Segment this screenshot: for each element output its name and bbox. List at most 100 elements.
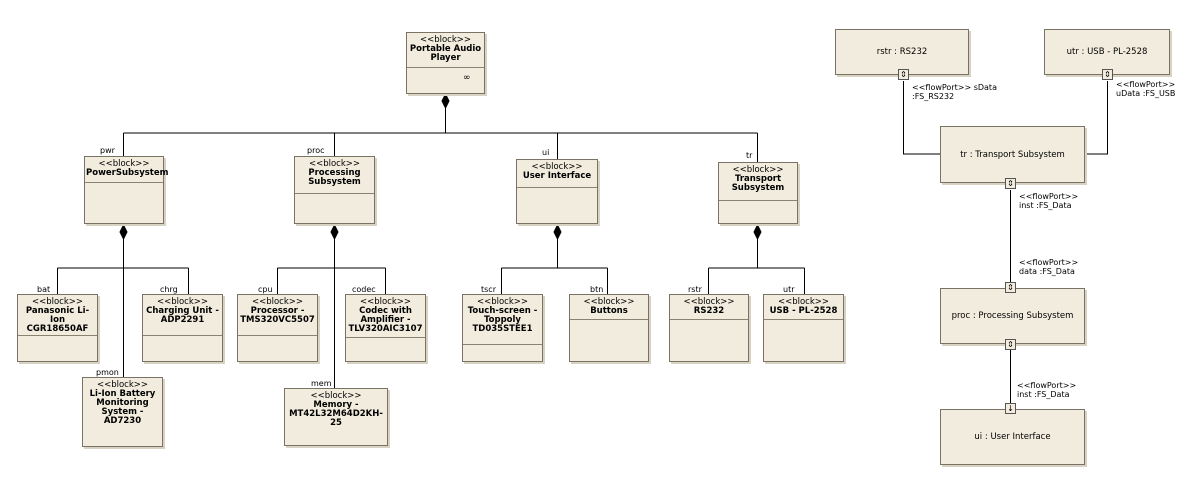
stereotype-label: <<block>>: [308, 159, 361, 169]
compartment-divider: [517, 187, 597, 188]
block-name: User Interface: [522, 171, 592, 181]
root-block[interactable]: <<block>>Portable Audio Player ∞: [406, 32, 485, 94]
role-label-codec: codec: [352, 285, 376, 294]
block-rs232[interactable]: <<block>>RS232: [669, 294, 749, 362]
port-type: :FS_RS232: [912, 92, 955, 101]
part-name: rstr : RS232: [876, 47, 928, 57]
part-name: utr : USB - PL-2528: [1066, 47, 1148, 57]
flow-port-sdata[interactable]: ⇕: [898, 69, 909, 80]
role-label-chrg: chrg: [160, 285, 178, 294]
block-usb[interactable]: <<block>>USB - PL-2528: [763, 294, 844, 362]
part-name: ui : User Interface: [974, 432, 1051, 442]
compartment-divider: [407, 67, 484, 68]
block-charging-unit[interactable]: <<block>>Charging Unit - ADP2291: [142, 294, 223, 362]
stereotype-label: <<block>>: [310, 391, 362, 401]
port-label-sdata: <<flowPort>> sData :FS_RS232: [912, 83, 997, 101]
ibd-part-usb[interactable]: utr : USB - PL-2528: [1044, 29, 1170, 75]
block-user-interface[interactable]: <<block>>User Interface: [516, 159, 598, 224]
composition-diamond: [119, 223, 128, 241]
role-label-btn: btn: [590, 285, 604, 294]
block-battery-monitor[interactable]: <<block>>Li-Ion Battery Monitoring Syste…: [82, 377, 163, 447]
part-name: proc : Processing Subsystem: [951, 311, 1074, 321]
port-label-proc-inst: <<flowPort>> inst :FS_Data: [1017, 381, 1076, 399]
stereotype-label: <<block>>: [583, 297, 635, 307]
block-touch-screen[interactable]: <<block>>Touch-screen - Toppoly TD035STE…: [462, 294, 543, 362]
role-label-rstr: rstr: [688, 285, 702, 294]
block-processing-subsystem[interactable]: <<block>>Processing Subsystem: [294, 156, 375, 224]
ibd-part-transport[interactable]: tr : Transport Subsystem: [940, 126, 1085, 183]
block-codec[interactable]: <<block>>Codec with Amplifier - TLV320AI…: [345, 294, 426, 362]
role-label-proc: proc: [307, 146, 325, 155]
compartment-divider: [238, 335, 317, 336]
flow-port-udata[interactable]: ⇕: [1102, 69, 1113, 80]
block-name: USB - PL-2528: [769, 306, 838, 316]
role-label-mem: mem: [311, 379, 332, 388]
port-stereotype: <<flowPort>>: [1017, 381, 1077, 390]
port-label-proc-data: <<flowPort>> data :FS_Data: [1019, 258, 1078, 276]
role-label-cpu: cpu: [258, 285, 273, 294]
compartment-divider: [346, 337, 425, 338]
role-label-utr: utr: [783, 285, 795, 294]
block-name: RS232: [693, 306, 725, 316]
port-name: data :FS_Data: [1019, 267, 1075, 276]
stereotype-label: <<block>>: [419, 35, 472, 45]
block-name: Transport Subsystem: [731, 174, 785, 193]
composition-diamond: [441, 92, 450, 110]
ibd-part-ui[interactable]: ui : User Interface: [940, 409, 1085, 465]
port-name: uData :FS_USB: [1116, 89, 1176, 98]
port-name: sData: [973, 83, 997, 92]
compartment-divider: [670, 319, 748, 320]
flow-port-proc-inst[interactable]: ⇕: [1005, 339, 1016, 350]
ibd-part-processing[interactable]: proc : Processing Subsystem: [940, 288, 1085, 344]
usb-connector: [1085, 81, 1108, 155]
stereotype-label: <<block>>: [251, 297, 304, 307]
role-label-tr: tr: [746, 151, 753, 160]
compartment-divider: [18, 335, 97, 336]
ibd-part-rs232[interactable]: rstr : RS232: [835, 29, 969, 75]
stereotype-label: <<block>>: [96, 380, 149, 390]
stereotype-label: <<block>>: [683, 297, 735, 307]
compartment-divider: [719, 200, 797, 201]
port-stereotype: <<flowPort>>: [1019, 258, 1079, 267]
block-processor[interactable]: <<block>>Processor - TMS320VC5507: [237, 294, 318, 362]
port-stereotype: <<flowPort>>: [1116, 80, 1176, 89]
block-buttons[interactable]: <<block>>Buttons: [569, 294, 649, 362]
stereotype-label: <<block>>: [359, 297, 412, 307]
composition-diamond: [553, 223, 562, 241]
port-name: inst :FS_Data: [1019, 201, 1072, 210]
compartment-divider: [85, 182, 163, 183]
flow-port-tr-inst[interactable]: ⇕: [1005, 178, 1016, 189]
stereotype-label: <<block>>: [156, 297, 209, 307]
flow-port-proc-data[interactable]: ⇕: [1005, 282, 1016, 293]
block-name: Memory - MT42L32M64D2KH-25: [289, 400, 383, 428]
stereotype-label: <<block>>: [732, 165, 784, 175]
association-icon: ∞: [463, 73, 471, 83]
block-transport-subsystem[interactable]: <<block>>Transport Subsystem: [718, 162, 798, 224]
role-label-ui: ui: [542, 148, 550, 157]
block-battery[interactable]: <<block>>Panasonic Li-Ion CGR18650AF: [17, 294, 98, 362]
block-name: Touch-screen - Toppoly TD035STEE1: [467, 306, 538, 334]
role-label-pmon: pmon: [96, 368, 119, 377]
block-name: Codec with Amplifier - TLV320AIC3107: [348, 306, 423, 334]
compartment-divider: [764, 319, 843, 320]
block-memory[interactable]: <<block>>Memory - MT42L32M64D2KH-25: [284, 388, 388, 446]
compartment-divider: [463, 344, 542, 345]
port-stereotype: <<flowPort>>: [1019, 192, 1079, 201]
stereotype-label: <<block>>: [531, 162, 583, 172]
compartment-divider: [570, 319, 648, 320]
block-name: Panasonic Li-Ion CGR18650AF: [25, 306, 90, 334]
flow-port-ui-in[interactable]: ↓: [1005, 403, 1016, 414]
compartment-divider: [295, 193, 374, 194]
block-power-subsystem[interactable]: <<block>>PowerSubsystem: [84, 156, 168, 224]
rs232-connector: [903, 81, 940, 155]
block-name: Processor - TMS320VC5507: [240, 306, 315, 325]
stereotype-label: <<block>>: [31, 297, 84, 307]
composition-diamond: [753, 223, 762, 241]
compartment-divider: [143, 335, 222, 336]
block-name: Processing Subsystem: [308, 168, 361, 187]
port-label-tr-inst: <<flowPort>> inst :FS_Data: [1019, 192, 1078, 210]
composition-diamond: [330, 223, 339, 241]
stereotype-label: <<block>>: [476, 297, 529, 307]
